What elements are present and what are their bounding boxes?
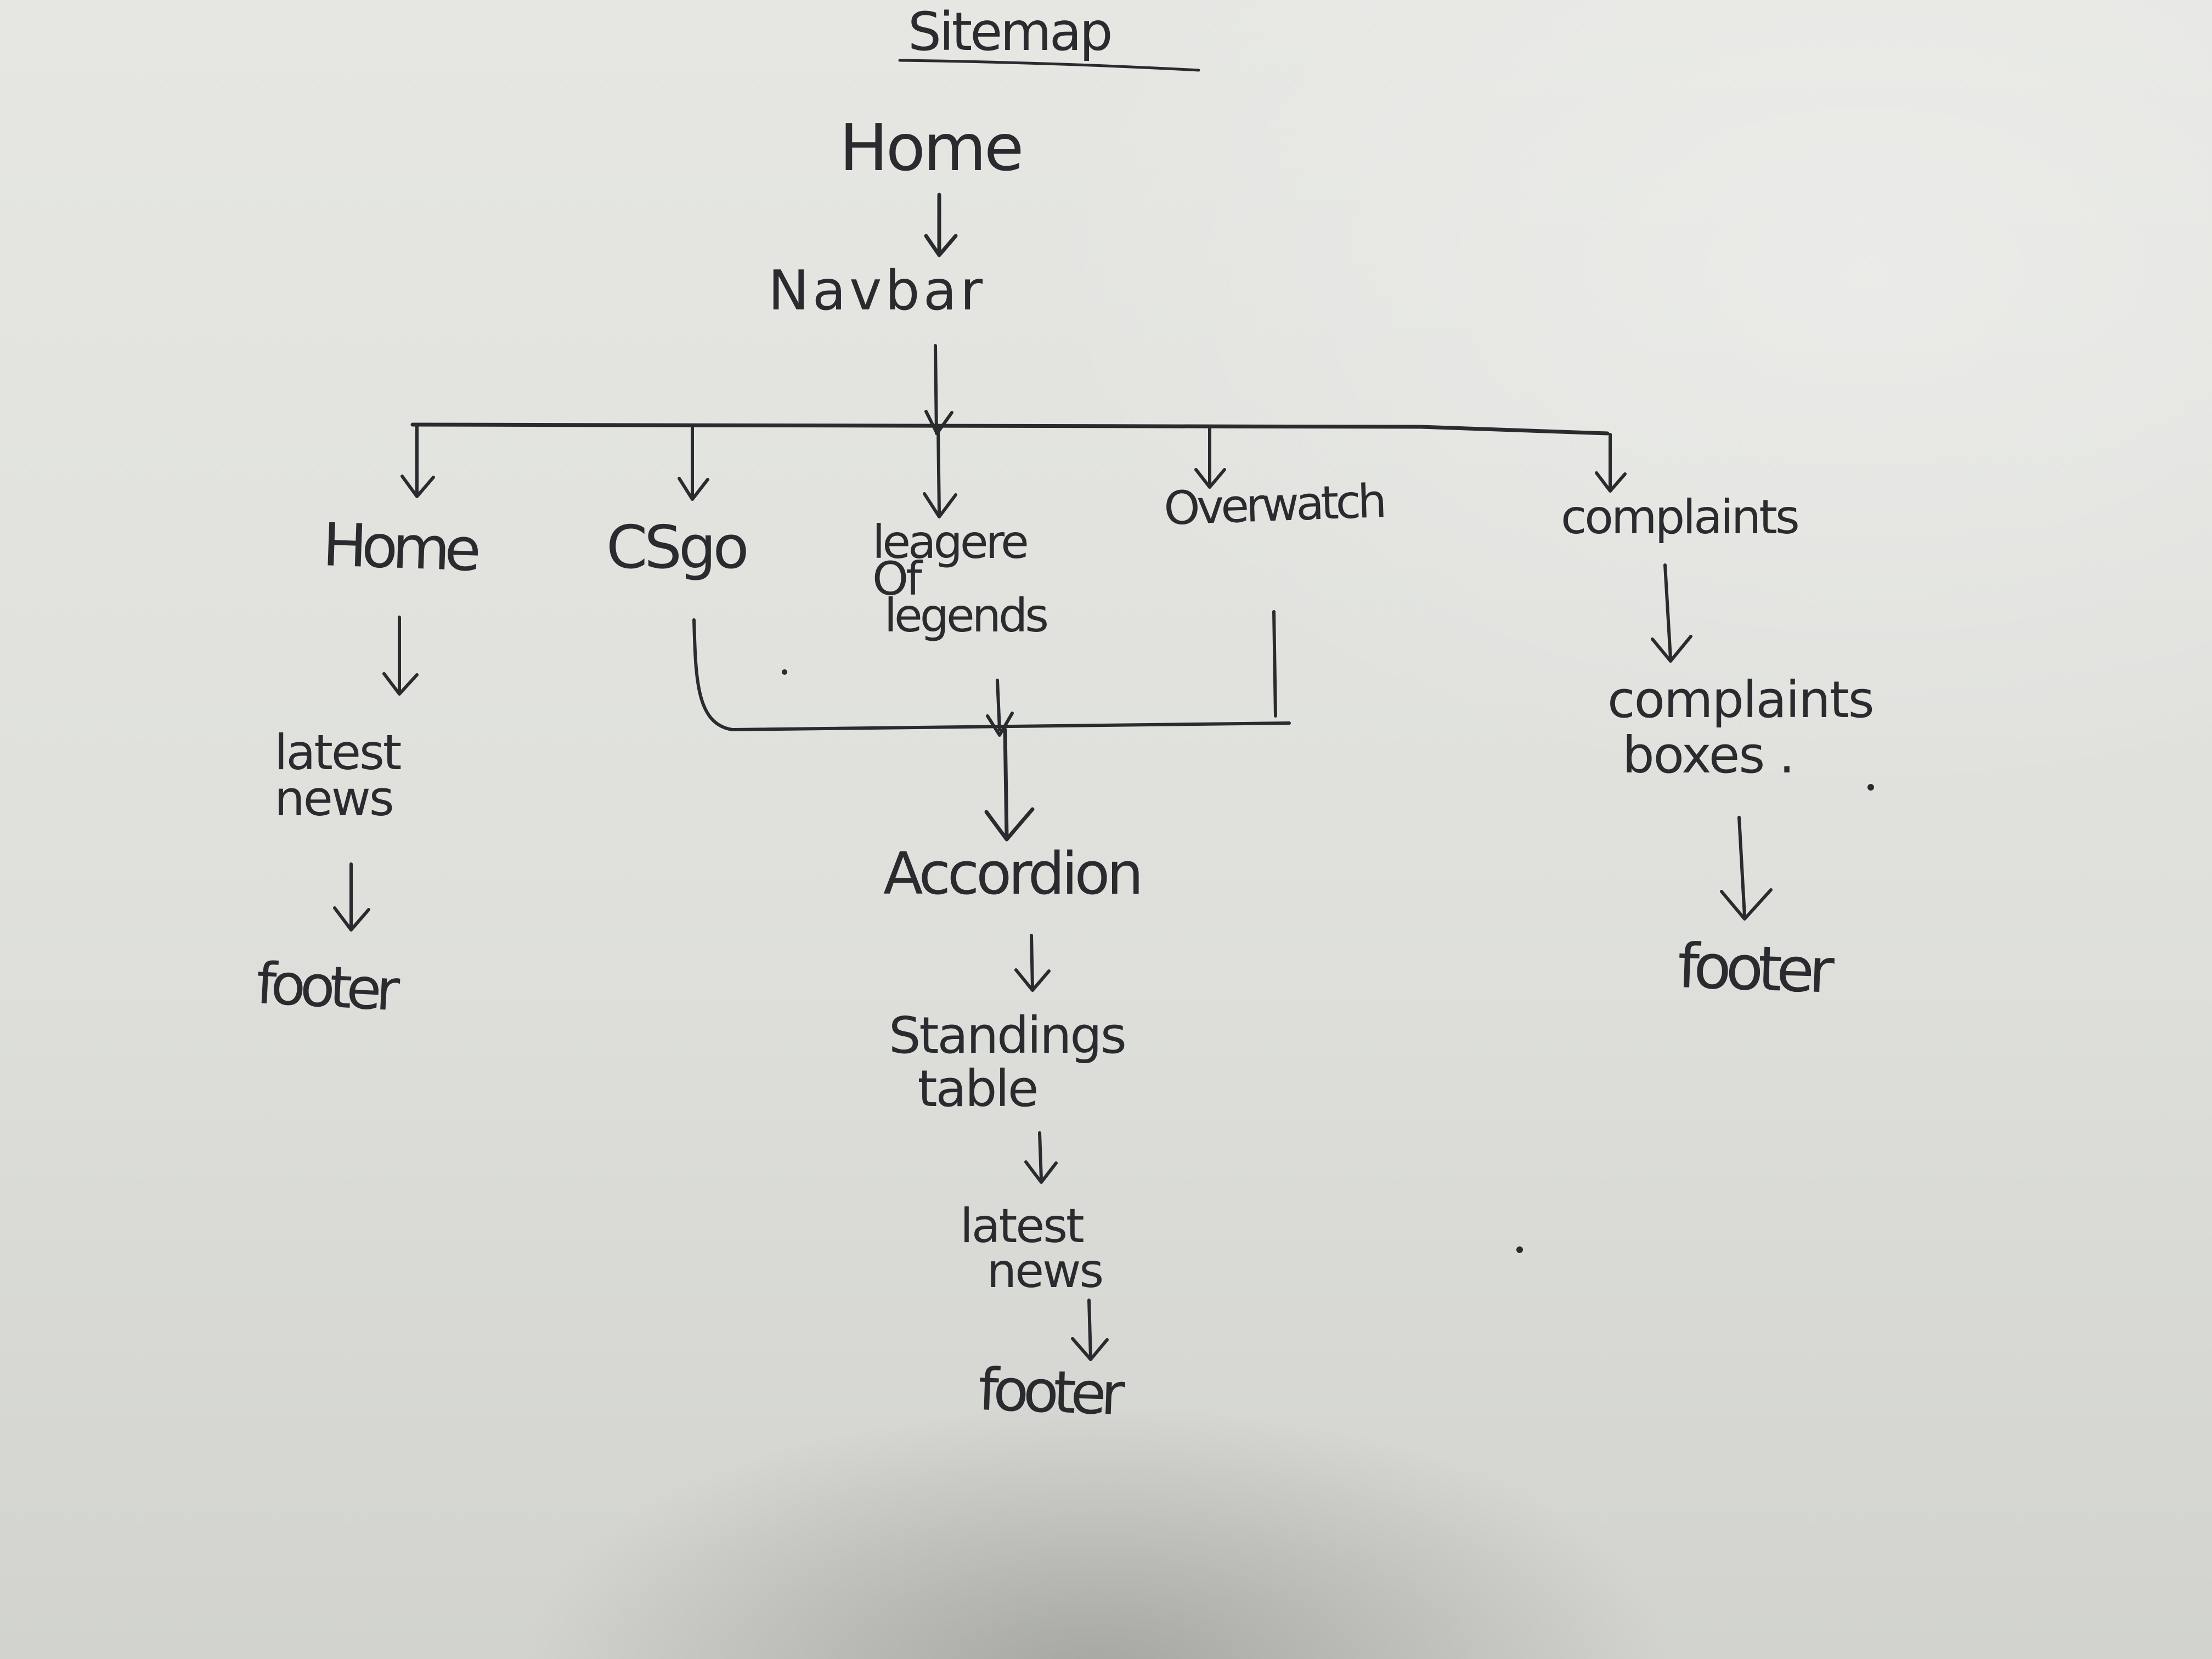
node-games-latest-news: latest news bbox=[960, 1199, 1104, 1299]
node-home-latest-news: latest news bbox=[274, 724, 402, 827]
node-games-footer: footer bbox=[977, 1356, 1121, 1428]
node-complaints-boxes: complaints boxes . bbox=[1607, 670, 1875, 785]
arrow-home-to-navbar bbox=[924, 193, 958, 257]
node-complaints: complaints bbox=[1561, 490, 1800, 545]
arrow-standings-to-news bbox=[1024, 1131, 1058, 1184]
arrow-home-to-news bbox=[382, 616, 419, 696]
arrow-bus-to-complaints bbox=[1595, 433, 1627, 493]
arrow-bus-to-home bbox=[400, 424, 435, 498]
title-underline bbox=[898, 59, 1200, 72]
arrow-complaints-to-boxes bbox=[1651, 563, 1692, 663]
arrow-bus-to-overwatch bbox=[1194, 427, 1226, 489]
node-home-root: Home bbox=[839, 110, 1024, 185]
nav-bus-line bbox=[410, 422, 1610, 436]
node-home: Home bbox=[321, 511, 477, 585]
ink-dot bbox=[1867, 784, 1874, 791]
arrow-news-to-footer-mid bbox=[1071, 1299, 1109, 1361]
node-overwatch: Overwatch bbox=[1163, 474, 1385, 535]
arrow-navbar-to-bus bbox=[924, 344, 953, 435]
node-navbar: Navbar bbox=[768, 258, 986, 323]
node-league-of-legends: leagere Of legends bbox=[872, 515, 1049, 643]
ink-dot bbox=[1516, 1246, 1523, 1253]
overwatch-drop-line bbox=[1272, 610, 1277, 718]
arrow-news-to-footer bbox=[333, 862, 370, 932]
page-title: Sitemap bbox=[908, 1, 1113, 63]
arrow-merge-to-accordion bbox=[984, 727, 1035, 842]
node-standings-table: Standings table bbox=[889, 1006, 1127, 1118]
node-complaints-footer: footer bbox=[1676, 930, 1830, 1007]
arrow-lol-to-merge bbox=[986, 679, 1014, 737]
node-home-footer: footer bbox=[255, 950, 396, 1024]
ink-dot bbox=[782, 669, 787, 675]
arrow-bus-to-csgo bbox=[678, 425, 709, 501]
arrow-bus-to-lol bbox=[923, 426, 957, 518]
arrow-accordion-to-standings bbox=[1014, 934, 1051, 992]
arrow-boxes-to-footer bbox=[1720, 816, 1773, 921]
games-merge-bracket bbox=[692, 618, 1291, 731]
node-csgo: CSgo bbox=[606, 514, 749, 582]
node-accordion: Accordion bbox=[883, 840, 1144, 907]
